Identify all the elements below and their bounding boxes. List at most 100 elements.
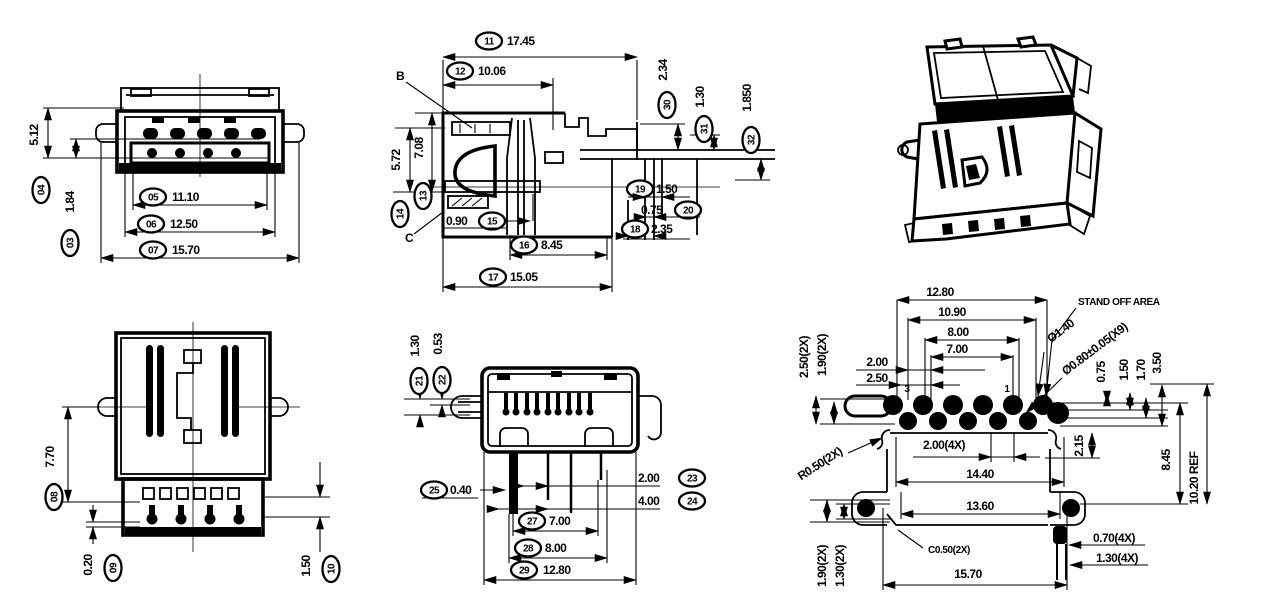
svg-text:29: 29 bbox=[519, 566, 530, 577]
balloon-15: 15 bbox=[477, 211, 507, 231]
balloon-06: 06 bbox=[136, 214, 166, 234]
dim-0.40: 0.40 bbox=[450, 483, 472, 497]
dim-2.15: 2.15 bbox=[1072, 434, 1086, 456]
dim-1.70-fp: 1.70 bbox=[1134, 358, 1148, 380]
balloon-08: 08 bbox=[44, 482, 64, 512]
side-view: 11 17.45 12 10.06 B C 5.72 7.08 13 14 0.… bbox=[389, 31, 775, 292]
dim-2.50-fp: 2.50 bbox=[866, 371, 888, 385]
dim-15.70: 15.70 bbox=[172, 243, 200, 257]
label-standoff-area: STAND OFF AREA bbox=[1078, 297, 1160, 308]
svg-text:14: 14 bbox=[396, 208, 407, 219]
label-b: B bbox=[396, 69, 405, 83]
svg-text:04: 04 bbox=[37, 184, 48, 195]
svg-text:30: 30 bbox=[663, 99, 674, 110]
dim-12.80-bottom: 12.80 bbox=[543, 563, 571, 577]
dim-0.75-fp: 0.75 bbox=[1094, 360, 1108, 382]
dim-1.50-fp: 1.50 bbox=[1117, 358, 1131, 380]
svg-text:17: 17 bbox=[488, 273, 499, 284]
balloon-17: 17 bbox=[478, 267, 508, 287]
dim-1.50-top: 1.50 bbox=[299, 554, 313, 576]
dim-8.00-bottom: 8.00 bbox=[545, 541, 567, 555]
front-view: 5.12 04 1.84 03 05 11.10 06 12.50 07 15.… bbox=[27, 74, 305, 263]
dim-8.00-fp: 8.00 bbox=[947, 325, 969, 339]
bottom-view: 1.30 21 0.53 22 25 0.40 2.00 23 4.00 24 … bbox=[404, 332, 707, 585]
svg-text:10: 10 bbox=[327, 563, 338, 574]
dim-1.84: 1.84 bbox=[63, 190, 77, 212]
svg-text:16: 16 bbox=[519, 241, 530, 252]
balloon-24: 24 bbox=[677, 491, 707, 511]
dim-10.06: 10.06 bbox=[478, 64, 506, 78]
dim-7.08: 7.08 bbox=[412, 136, 426, 158]
dim-2.50-2x: 2.50(2X) bbox=[797, 335, 811, 378]
balloon-25: 25 bbox=[419, 480, 449, 500]
balloon-13: 13 bbox=[413, 181, 433, 211]
pin-label-3: 3 bbox=[904, 384, 910, 395]
balloon-23: 23 bbox=[677, 468, 707, 488]
dim-5.12: 5.12 bbox=[27, 123, 41, 145]
balloon-09: 09 bbox=[103, 553, 123, 583]
dim-5.72: 5.72 bbox=[389, 148, 403, 170]
balloon-21: 21 bbox=[409, 366, 429, 396]
dim-1.30-side: 1.30 bbox=[693, 85, 707, 107]
dim-2.35: 2.35 bbox=[651, 222, 673, 236]
dim-10.20-ref: 10.20 REF bbox=[1187, 451, 1201, 504]
dim-12.80-fp: 12.80 bbox=[926, 285, 954, 299]
svg-text:09: 09 bbox=[109, 562, 120, 573]
balloon-10: 10 bbox=[321, 554, 341, 584]
dim-7.70: 7.70 bbox=[43, 445, 57, 467]
dim-3.50-fp: 3.50 bbox=[1150, 351, 1164, 373]
svg-text:03: 03 bbox=[66, 237, 77, 248]
balloon-16: 16 bbox=[509, 235, 539, 255]
balloon-04: 04 bbox=[31, 175, 51, 205]
svg-text:11: 11 bbox=[484, 37, 495, 48]
balloon-31: 31 bbox=[694, 114, 714, 144]
svg-text:31: 31 bbox=[700, 123, 711, 134]
balloon-28: 28 bbox=[513, 538, 543, 558]
isometric-view bbox=[897, 35, 1103, 244]
svg-text:21: 21 bbox=[415, 375, 426, 386]
dim-12.50: 12.50 bbox=[170, 217, 198, 231]
svg-text:06: 06 bbox=[146, 220, 157, 231]
dim-c0.50: C0.50(2X) bbox=[928, 545, 970, 556]
svg-text:28: 28 bbox=[523, 544, 534, 555]
dim-7.00: 7.00 bbox=[549, 514, 571, 528]
dim-10.90: 10.90 bbox=[938, 305, 966, 319]
balloon-05: 05 bbox=[138, 187, 168, 207]
svg-text:25: 25 bbox=[429, 486, 440, 497]
dim-1.850: 1.850 bbox=[740, 83, 754, 111]
balloon-32: 32 bbox=[741, 125, 761, 155]
svg-text:32: 32 bbox=[747, 134, 758, 145]
dim-4.00: 4.00 bbox=[638, 494, 660, 508]
dim-0.70-4x: 0.70(4X) bbox=[1093, 531, 1136, 545]
dim-1.30-2x-bottom: 1.30(2X) bbox=[833, 544, 847, 587]
dim-0.20: 0.20 bbox=[81, 553, 95, 575]
svg-text:08: 08 bbox=[50, 491, 61, 502]
dim-1.90-2x-bottom: 1.90(2X) bbox=[815, 544, 829, 587]
top-view: 7.70 08 0.20 09 1.50 10 bbox=[43, 322, 341, 584]
balloon-22: 22 bbox=[432, 365, 452, 395]
dim-15.70-fp: 15.70 bbox=[954, 567, 982, 581]
dim-1.50-side: 1.50 bbox=[656, 182, 678, 196]
dim-2.00-bottom: 2.00 bbox=[638, 471, 660, 485]
dim-hole-1.40: Ø1.40 bbox=[1044, 316, 1077, 346]
dim-1.90-2x: 1.90(2X) bbox=[815, 333, 829, 376]
svg-text:20: 20 bbox=[683, 206, 694, 217]
balloon-11: 11 bbox=[474, 31, 504, 51]
balloon-19: 19 bbox=[625, 179, 655, 199]
svg-text:13: 13 bbox=[419, 190, 430, 201]
dim-r0.50: R0.50(2X) bbox=[795, 444, 845, 483]
svg-text:23: 23 bbox=[687, 474, 698, 485]
balloon-18: 18 bbox=[620, 219, 650, 239]
dim-8.45-fp: 8.45 bbox=[1159, 448, 1173, 470]
dim-2.00-fp: 2.00 bbox=[866, 355, 888, 369]
dim-0.75: 0.75 bbox=[641, 203, 663, 217]
dim-0.90: 0.90 bbox=[446, 214, 468, 228]
svg-text:07: 07 bbox=[148, 246, 159, 257]
footprint-view: 12.80 10.90 8.00 7.00 2.00 2.50 2.50(2X)… bbox=[795, 285, 1214, 590]
dim-1.30-4x: 1.30(4X) bbox=[1096, 551, 1139, 565]
svg-text:05: 05 bbox=[148, 193, 159, 204]
balloon-07: 07 bbox=[138, 240, 168, 260]
contact-fingers bbox=[502, 393, 594, 416]
balloon-14: 14 bbox=[390, 199, 410, 229]
